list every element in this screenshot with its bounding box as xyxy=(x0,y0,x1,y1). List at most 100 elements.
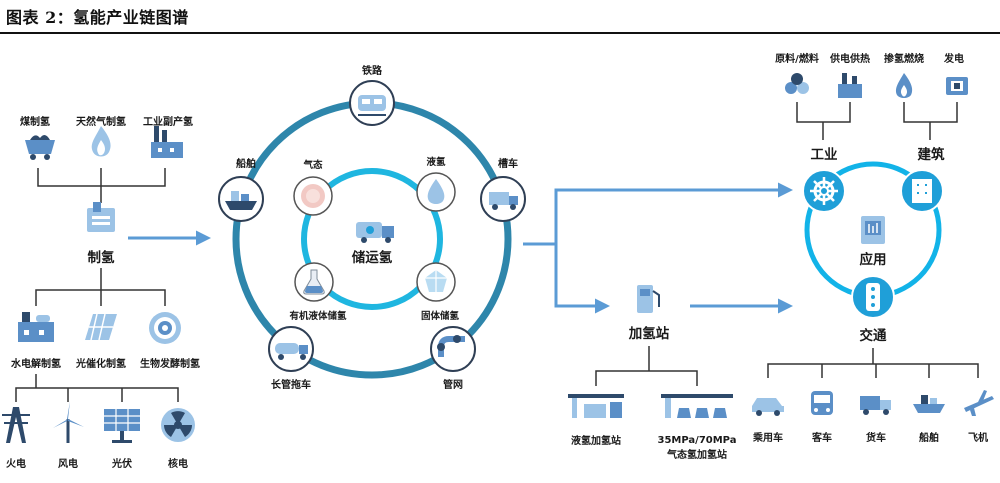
gas-state-icon xyxy=(301,184,325,208)
form-ring xyxy=(301,168,443,310)
ship-node xyxy=(218,176,264,222)
station-type-gas-pressure: 35MPa/70MPa xyxy=(657,435,736,446)
power-label-wind: 风电 xyxy=(58,457,78,470)
transport-label: 交通 xyxy=(860,327,888,344)
raw-material-icon xyxy=(785,73,809,94)
train-node xyxy=(349,80,395,126)
form-label-gas: 气态 xyxy=(302,159,323,171)
building-use-generate: 发电 xyxy=(943,52,964,65)
transport-label-tanker: 槽车 xyxy=(498,157,518,170)
power-label-thermal: 火电 xyxy=(6,457,26,470)
method-label-electrolysis: 水电解制氢 xyxy=(10,357,61,370)
transport-use-truck: 货车 xyxy=(866,431,886,444)
industry-node xyxy=(802,169,846,213)
wind-turbine-icon xyxy=(53,401,84,443)
production-section: 煤制氢 天然气制氢 工业副产氢 制氢 xyxy=(2,115,200,470)
form-label-liquid: 液氢 xyxy=(426,156,446,168)
building-icon xyxy=(912,179,932,203)
photovoltaic-icon xyxy=(104,409,140,443)
flask-icon xyxy=(303,269,325,295)
solid-node xyxy=(416,262,456,302)
flow-to-application xyxy=(554,182,793,244)
liquid-station-icon xyxy=(568,394,624,418)
car-icon xyxy=(752,398,784,416)
application-center-label: 应用 xyxy=(860,251,887,268)
transport-node xyxy=(851,275,895,319)
nuclear-icon xyxy=(161,408,195,442)
liquid-drop-icon xyxy=(427,179,445,204)
pipeline-icon xyxy=(437,335,465,357)
industry-use-raw: 原料/燃料 xyxy=(775,52,819,65)
flow-to-station xyxy=(554,244,610,314)
bio-fermentation-icon xyxy=(149,312,181,344)
station-label: 加氢站 xyxy=(628,325,670,342)
pipeline-node xyxy=(430,326,476,372)
power-plant-icon xyxy=(838,73,862,98)
transport-use-ship: 船舶 xyxy=(919,431,939,444)
application-section: 原料/燃料 供电供热 掺氢燃烧 发电 工业 建筑 xyxy=(752,52,994,444)
transport-use-airplane: 飞机 xyxy=(968,431,988,444)
source-label-byproduct: 工业副产氢 xyxy=(143,115,193,128)
gas-station-icon xyxy=(661,394,733,418)
figure-header: 图表 2：氢能产业链图谱 xyxy=(0,0,1000,34)
train-icon xyxy=(358,95,386,116)
source-label-coal: 煤制氢 xyxy=(20,115,50,128)
power-bracket xyxy=(15,374,179,402)
transport-label-ship: 船舶 xyxy=(236,157,256,170)
liquid-node xyxy=(416,172,456,212)
airplane-icon xyxy=(964,390,994,416)
building-use-blend: 掺氢燃烧 xyxy=(884,52,924,65)
factory-icon xyxy=(151,126,183,158)
building-label: 建筑 xyxy=(917,146,946,163)
storage-center-label: 储运氢 xyxy=(351,249,393,266)
building-bracket xyxy=(903,102,958,140)
transport-use-bus: 客车 xyxy=(811,431,832,444)
solid-crystal-icon xyxy=(425,270,447,292)
industry-label: 工业 xyxy=(811,147,838,163)
ship-icon xyxy=(913,395,945,413)
storage-section: 储运氢 铁路 槽车 xyxy=(218,64,526,391)
transport-label-rail: 铁路 xyxy=(362,64,383,77)
method-label-photocatalysis: 光催化制氢 xyxy=(75,357,126,370)
title-rule xyxy=(0,32,1000,34)
generator-icon xyxy=(946,77,968,95)
method-label-bio: 生物发酵制氢 xyxy=(140,357,200,370)
bus-icon xyxy=(811,391,833,415)
traffic-light-icon xyxy=(866,283,880,311)
production-hub-label: 制氢 xyxy=(88,249,115,266)
transport-bracket xyxy=(767,348,979,378)
station-section: 加氢站 液氢加氢站 35MPa/70MPa 气态氢加氢站 xyxy=(568,285,737,461)
solar-panel-icon xyxy=(85,313,117,341)
station-type-gas: 气态氢加氢站 xyxy=(666,448,727,461)
transport-label-pipeline: 管网 xyxy=(443,378,463,391)
industry-use-power: 供电供热 xyxy=(829,52,870,65)
transport-label-tube-trailer: 长管拖车 xyxy=(271,378,311,391)
cargo-ship-icon xyxy=(225,191,257,210)
building-node xyxy=(900,169,944,213)
station-bracket xyxy=(595,346,698,386)
power-tower-icon xyxy=(2,407,30,443)
application-panel-icon xyxy=(861,216,885,244)
production-hub-icon xyxy=(87,202,115,232)
gas-state-node xyxy=(293,176,333,216)
fuel-dispenser-icon xyxy=(637,285,660,313)
form-label-organic: 有机液体储氢 xyxy=(289,310,347,322)
tube-trailer-icon xyxy=(275,343,308,360)
transport-use-car: 乘用车 xyxy=(752,431,783,444)
gas-flame-icon xyxy=(91,126,111,157)
coal-cart-icon xyxy=(25,134,55,160)
tube-trailer-node xyxy=(268,326,314,372)
source-bracket xyxy=(37,168,166,203)
electrolysis-plant-icon xyxy=(18,312,54,342)
tanker-truck-icon xyxy=(489,192,518,210)
station-type-liquid: 液氢加氢站 xyxy=(571,434,621,447)
source-label-gas: 天然气制氢 xyxy=(76,115,126,128)
tanker-node xyxy=(480,176,526,222)
truck-icon xyxy=(860,396,891,415)
form-label-solid: 固体储氢 xyxy=(421,310,460,322)
industry-bracket xyxy=(796,102,851,140)
method-bracket xyxy=(35,268,166,306)
figure-title: 图表 2：氢能产业链图谱 xyxy=(6,8,189,27)
gear-icon xyxy=(810,177,838,205)
